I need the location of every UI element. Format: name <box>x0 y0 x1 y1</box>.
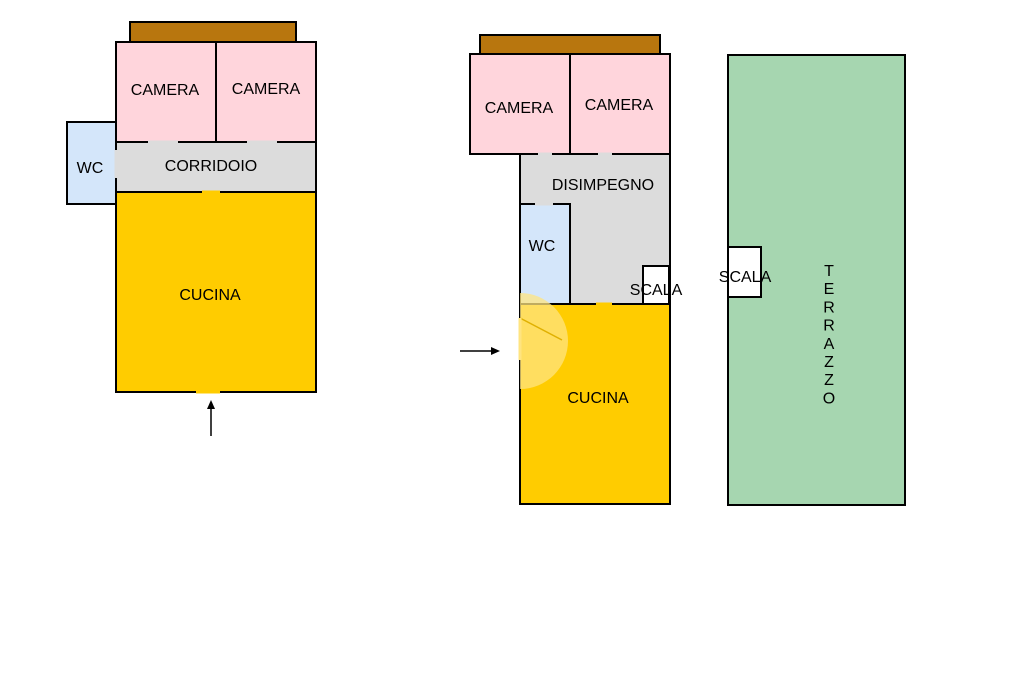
terrace-stair <box>727 246 762 298</box>
right-stair <box>642 265 670 305</box>
left-camera-1 <box>115 41 217 143</box>
right-wc-label: WC <box>529 238 556 255</box>
right-hall-label: DISIMPEGNO <box>552 177 654 194</box>
right-camera-2-label: CAMERA <box>585 97 654 114</box>
terrace-label-letter: Z <box>824 372 836 389</box>
left-wc-label: WC <box>77 160 104 177</box>
terrace-label-letter: E <box>824 281 837 298</box>
terrace-label-letter: R <box>823 299 837 316</box>
plan-left: CAMERA CAMERA WC CORRIDOIO CUCINA <box>66 21 317 436</box>
right-camera-1 <box>469 53 571 155</box>
left-camera-2-label: CAMERA <box>232 81 301 98</box>
left-camera-1-label: CAMERA <box>131 82 200 99</box>
left-balcony <box>129 21 297 43</box>
right-kitchen-label: CUCINA <box>567 390 629 407</box>
terrace-label-letter: T <box>824 263 836 280</box>
left-corridor-label: CORRIDOIO <box>165 158 257 175</box>
terrace-label-letter: O <box>823 390 837 407</box>
plan-right: CAMERA CAMERA DISIMPEGNO WC SCALA CUCINA <box>460 34 683 505</box>
right-camera-2 <box>569 53 671 155</box>
right-entrance-door-swing <box>520 293 568 389</box>
right-stair-label: SCALA <box>630 282 683 299</box>
left-kitchen <box>115 191 317 393</box>
right-camera-1-label: CAMERA <box>485 100 554 117</box>
terrace-label-letter: R <box>823 318 837 335</box>
terrace-stair-label: SCALA <box>719 269 772 286</box>
left-entrance-arrowhead <box>207 400 215 409</box>
right-entrance-arrowhead <box>491 347 500 355</box>
left-camera-2 <box>215 41 317 143</box>
right-balcony <box>479 34 661 55</box>
terrace-label-letter: A <box>824 336 837 353</box>
left-kitchen-label: CUCINA <box>179 287 241 304</box>
terrace-label-letter: Z <box>824 354 836 371</box>
right-entrance-door-leaf <box>519 317 563 341</box>
